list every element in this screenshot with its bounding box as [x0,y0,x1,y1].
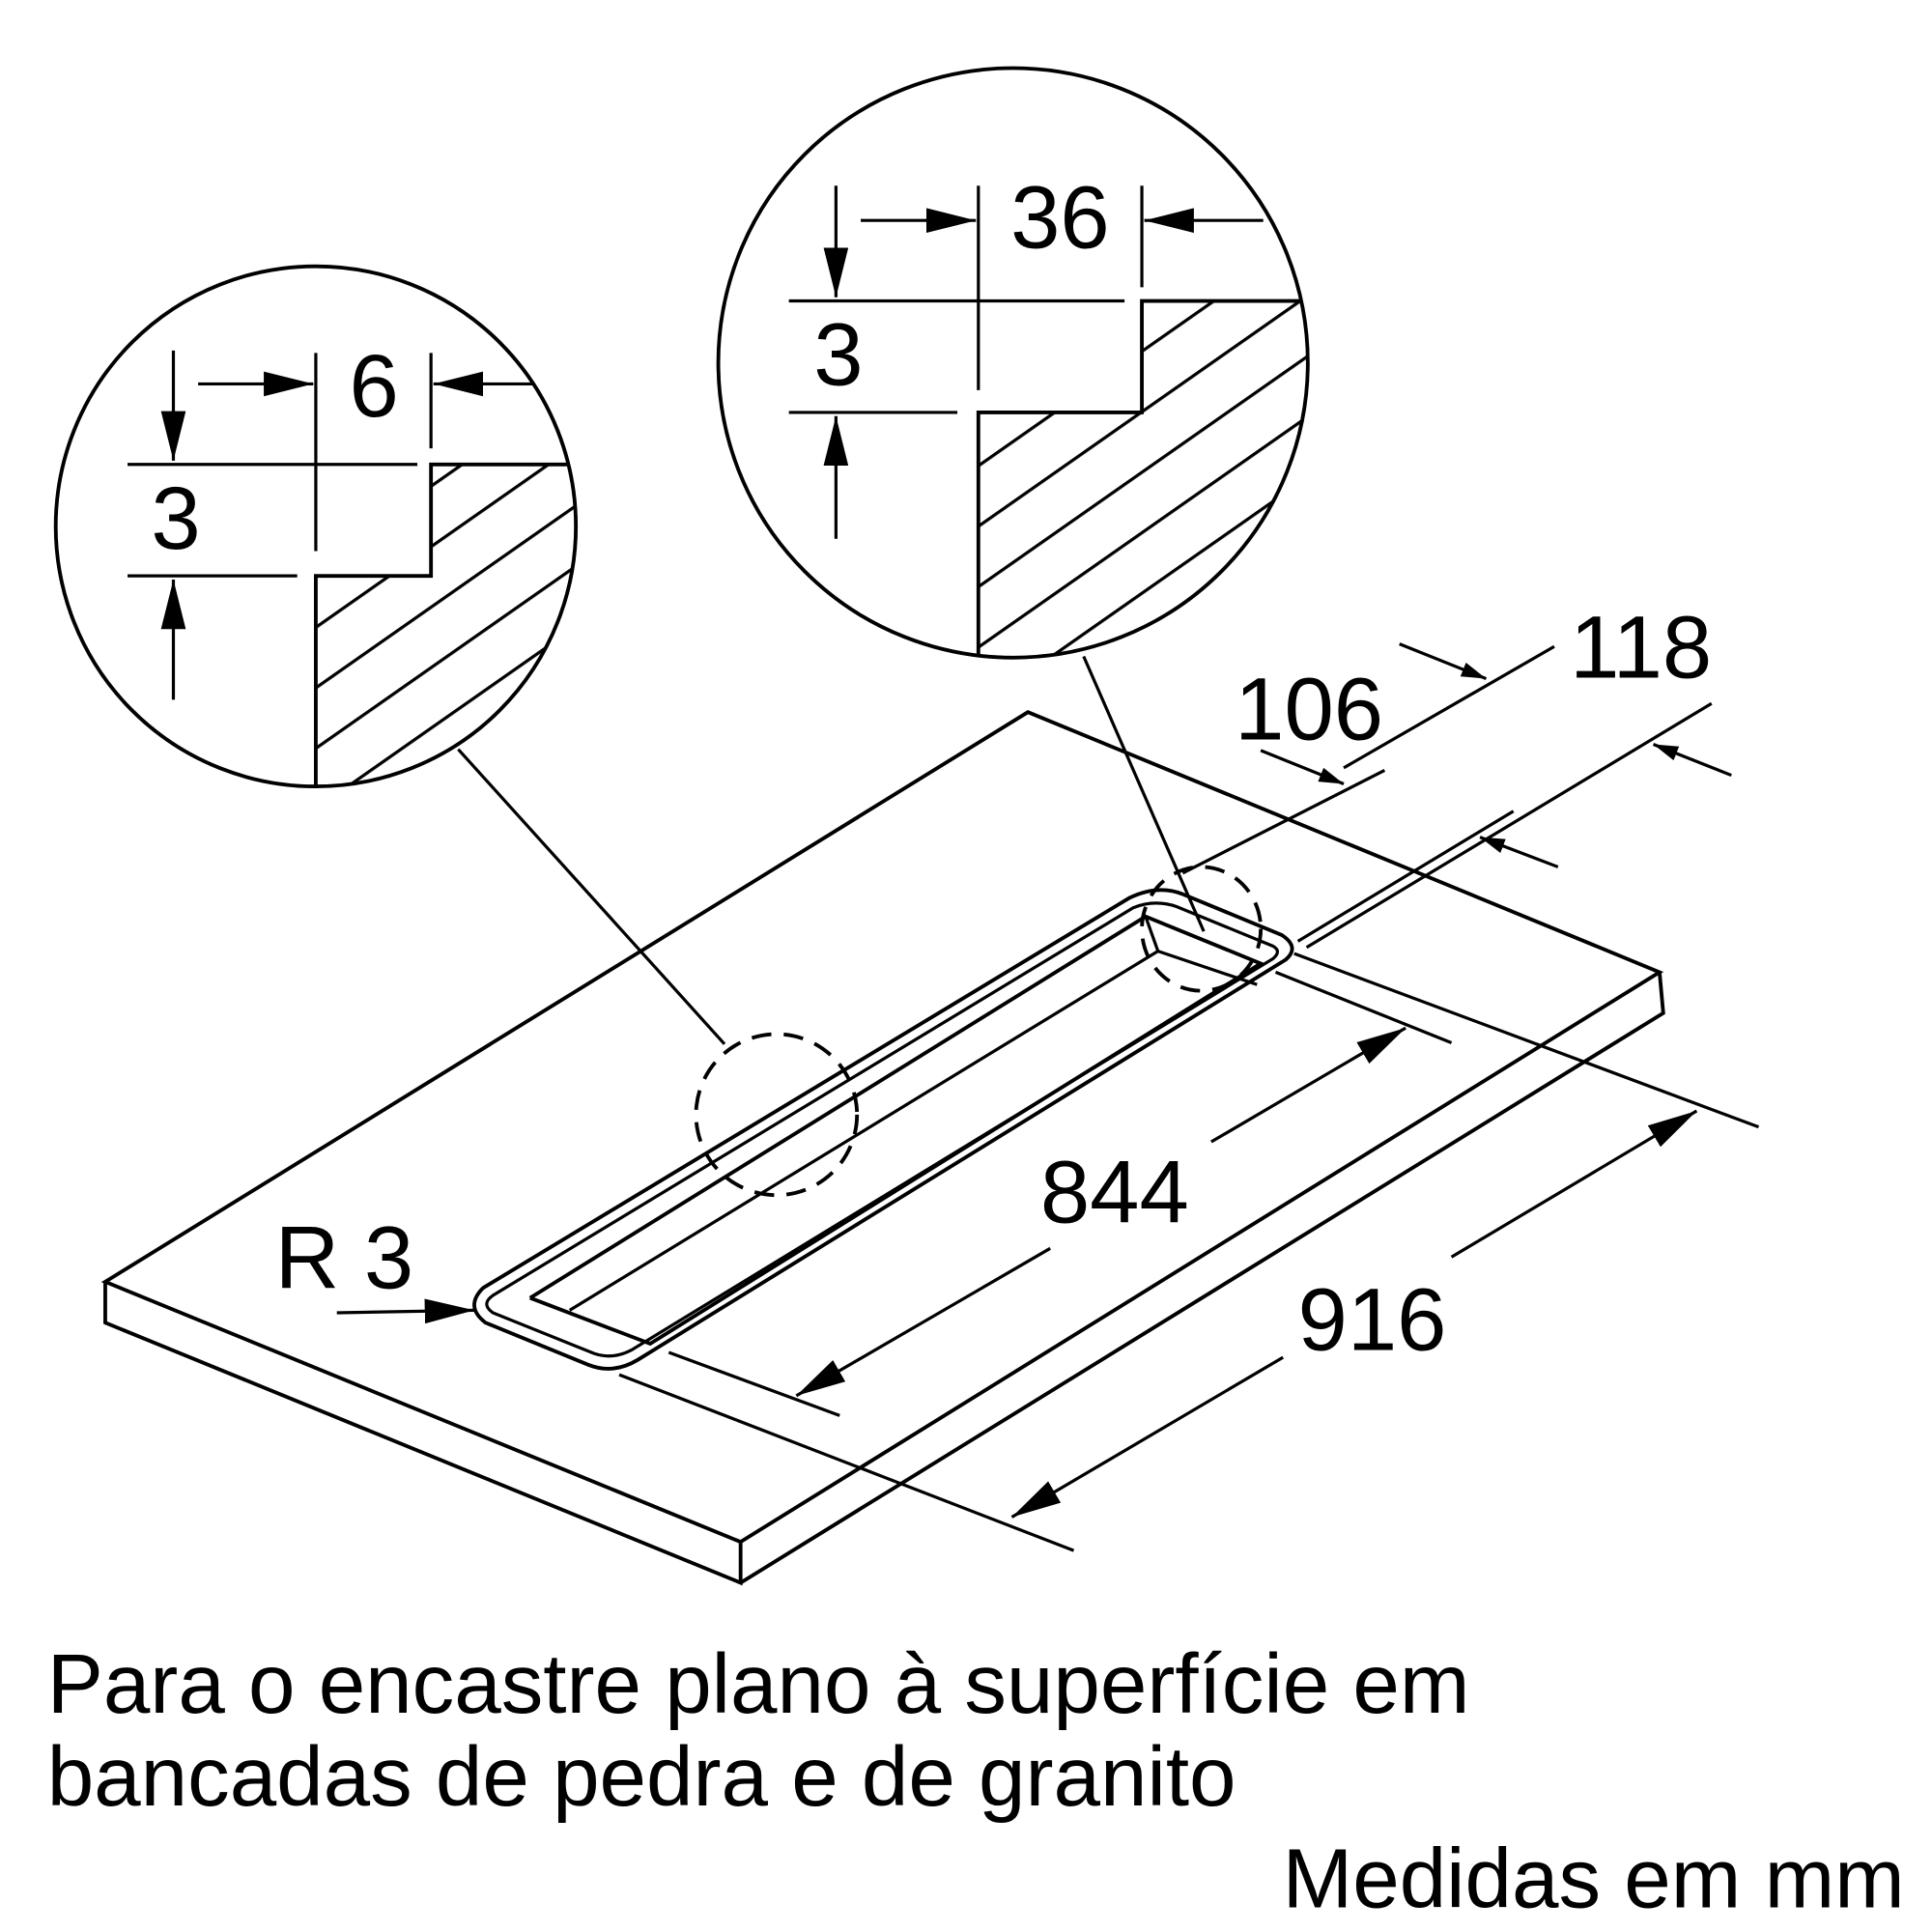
dimension-radius: R 3 [275,1207,414,1307]
detail-right: 36 3 [716,66,1310,660]
caption-line-1: Para o encastre plano à superfície em [47,1637,1470,1731]
detail-marker-right [1140,865,1264,993]
dimension-lines [336,642,1760,1552]
dimension-844: 844 [1040,1141,1189,1241]
detail-marker-left [694,1032,860,1198]
caption-line-2: bancadas de pedra e de granito [47,1730,1236,1824]
units-note: Medidas em mm [1283,1832,1905,1925]
dimension-106: 106 [1235,658,1383,758]
countertop [100,710,1665,1586]
dimension-118: 118 [1570,596,1712,696]
cutout [472,888,1294,1371]
dimension-916: 916 [1298,1268,1447,1369]
detail-left-width: 6 [350,335,399,436]
detail-left-depth: 3 [151,468,200,568]
leader-left [457,748,726,1045]
detail-right-depth: 3 [813,304,863,405]
leader-right [1082,655,1206,932]
detail-left: 6 3 [53,264,579,789]
detail-right-width: 36 [1010,166,1110,267]
